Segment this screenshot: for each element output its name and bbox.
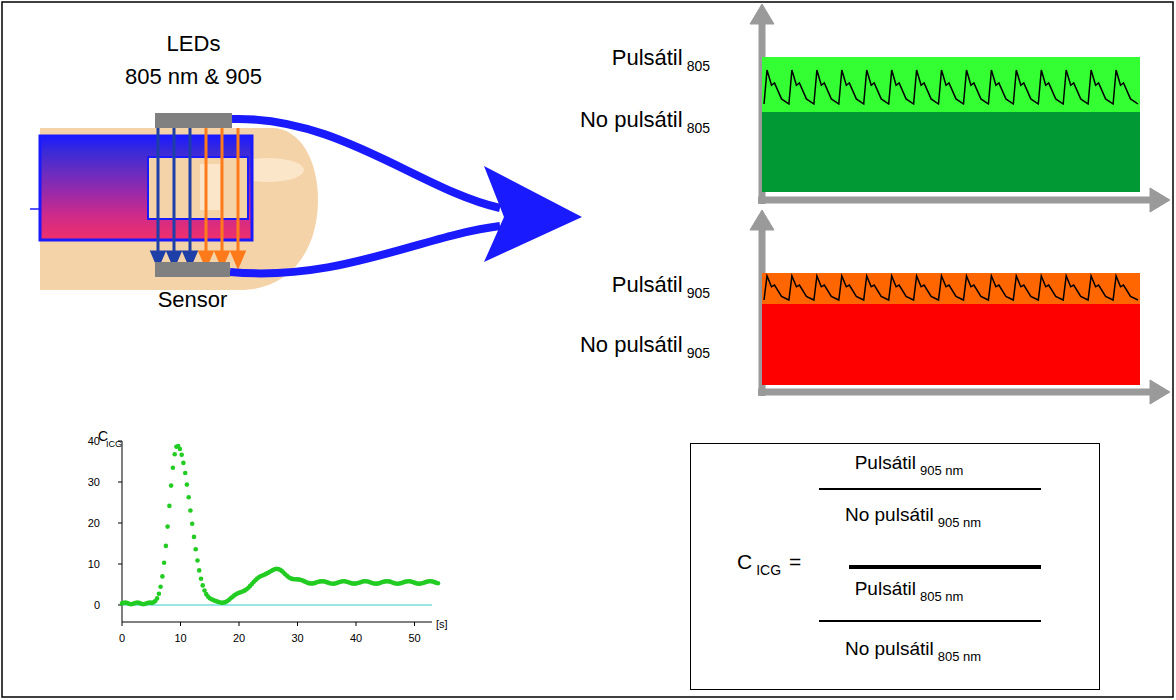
tick-label: 30 (291, 632, 303, 644)
term-name: No pulsátil (845, 504, 934, 525)
concentration-subscript: ICG (756, 562, 781, 578)
signal-name: No pulsátil (580, 332, 683, 357)
equals-sign: = (789, 550, 801, 573)
wavelength-subscript: 905 (687, 285, 710, 301)
tick-label: 10 (174, 632, 186, 644)
panel-axes (750, 4, 1170, 404)
term-subscript: 805 nm (920, 589, 963, 604)
led-wavelengths: 805 nm & 905 (125, 64, 262, 89)
wavelength-subscript: 805 (687, 58, 710, 74)
tick-label: 10 (88, 558, 100, 570)
light-rays (152, 128, 244, 266)
chart-axes (118, 441, 432, 626)
bone (148, 157, 248, 219)
formula-lhs: CICG= (737, 550, 801, 574)
tick-label: 0 (119, 632, 125, 644)
signal-name: Pulsátil (612, 45, 683, 70)
band-label: Pulsátil905 (612, 272, 710, 298)
led-heading-line: 805 nm & 905 (125, 60, 262, 93)
sensor-detector: Sensor (155, 262, 230, 277)
led-heading-line: LEDs (125, 27, 262, 60)
term-name: No pulsátil (845, 638, 934, 659)
term-subscript: 905 nm (938, 515, 981, 530)
icg-curve (120, 444, 441, 607)
band-label: Pulsátil805 (612, 45, 710, 71)
formula-term: Pulsátil805 nm (855, 578, 964, 600)
finger (40, 128, 318, 290)
fraction-bar (819, 620, 1041, 622)
term-subscript: 805 nm (938, 649, 981, 664)
tick-label: 0 (94, 599, 100, 611)
tick (30, 208, 40, 210)
concentration-symbol: C (737, 550, 752, 573)
term-subscript: 905 nm (920, 463, 963, 478)
tissue-layers (40, 136, 252, 240)
formula-box: Pulsátil905 nmNo pulsátil905 nmPulsátil8… (690, 443, 1100, 690)
tick-label: 20 (88, 517, 100, 529)
wavelength-subscript: 805 (687, 120, 710, 136)
tick-label: 40 (350, 632, 362, 644)
bone-marrow (200, 164, 220, 210)
led-emitter: LEDs805 nm & 905 (155, 113, 232, 128)
pulsatile-band: Pulsátil805 (762, 57, 1140, 112)
signal-name: No pulsátil (580, 107, 683, 132)
led-title: LEDs (167, 31, 221, 56)
tick-label: 20 (233, 632, 245, 644)
term-name: Pulsátil (855, 578, 916, 599)
term-name: Pulsátil (855, 452, 916, 473)
band-label: No pulsátil905 (580, 332, 710, 358)
tick-label: 40 (88, 435, 100, 447)
sensor-caption: Sensor (158, 287, 228, 313)
tick-label: 30 (88, 476, 100, 488)
nonpulsatile-band: No pulsátil805 (762, 112, 1140, 192)
band-label: No pulsátil805 (580, 107, 710, 133)
formula-term: No pulsátil905 nm (845, 504, 981, 526)
sensor-label: Sensor (158, 287, 228, 312)
formula-term: No pulsátil805 nm (845, 638, 981, 660)
led-heading: LEDs 805 nm & 905 (125, 27, 262, 93)
signal-name: Pulsátil (612, 272, 683, 297)
signal-arrow (230, 119, 582, 274)
nonpulsatile-band: No pulsátil905 (762, 304, 1140, 385)
wavelength-subscript: 905 (687, 345, 710, 361)
tick-label: 50 (408, 632, 420, 644)
tissue-outline (40, 136, 252, 240)
fraction-bar (849, 565, 1041, 569)
axis-title: ICG (106, 439, 122, 449)
formula-term: Pulsátil905 nm (855, 452, 964, 474)
fraction-bar (819, 488, 1041, 490)
tick-label: [s] (436, 618, 448, 630)
